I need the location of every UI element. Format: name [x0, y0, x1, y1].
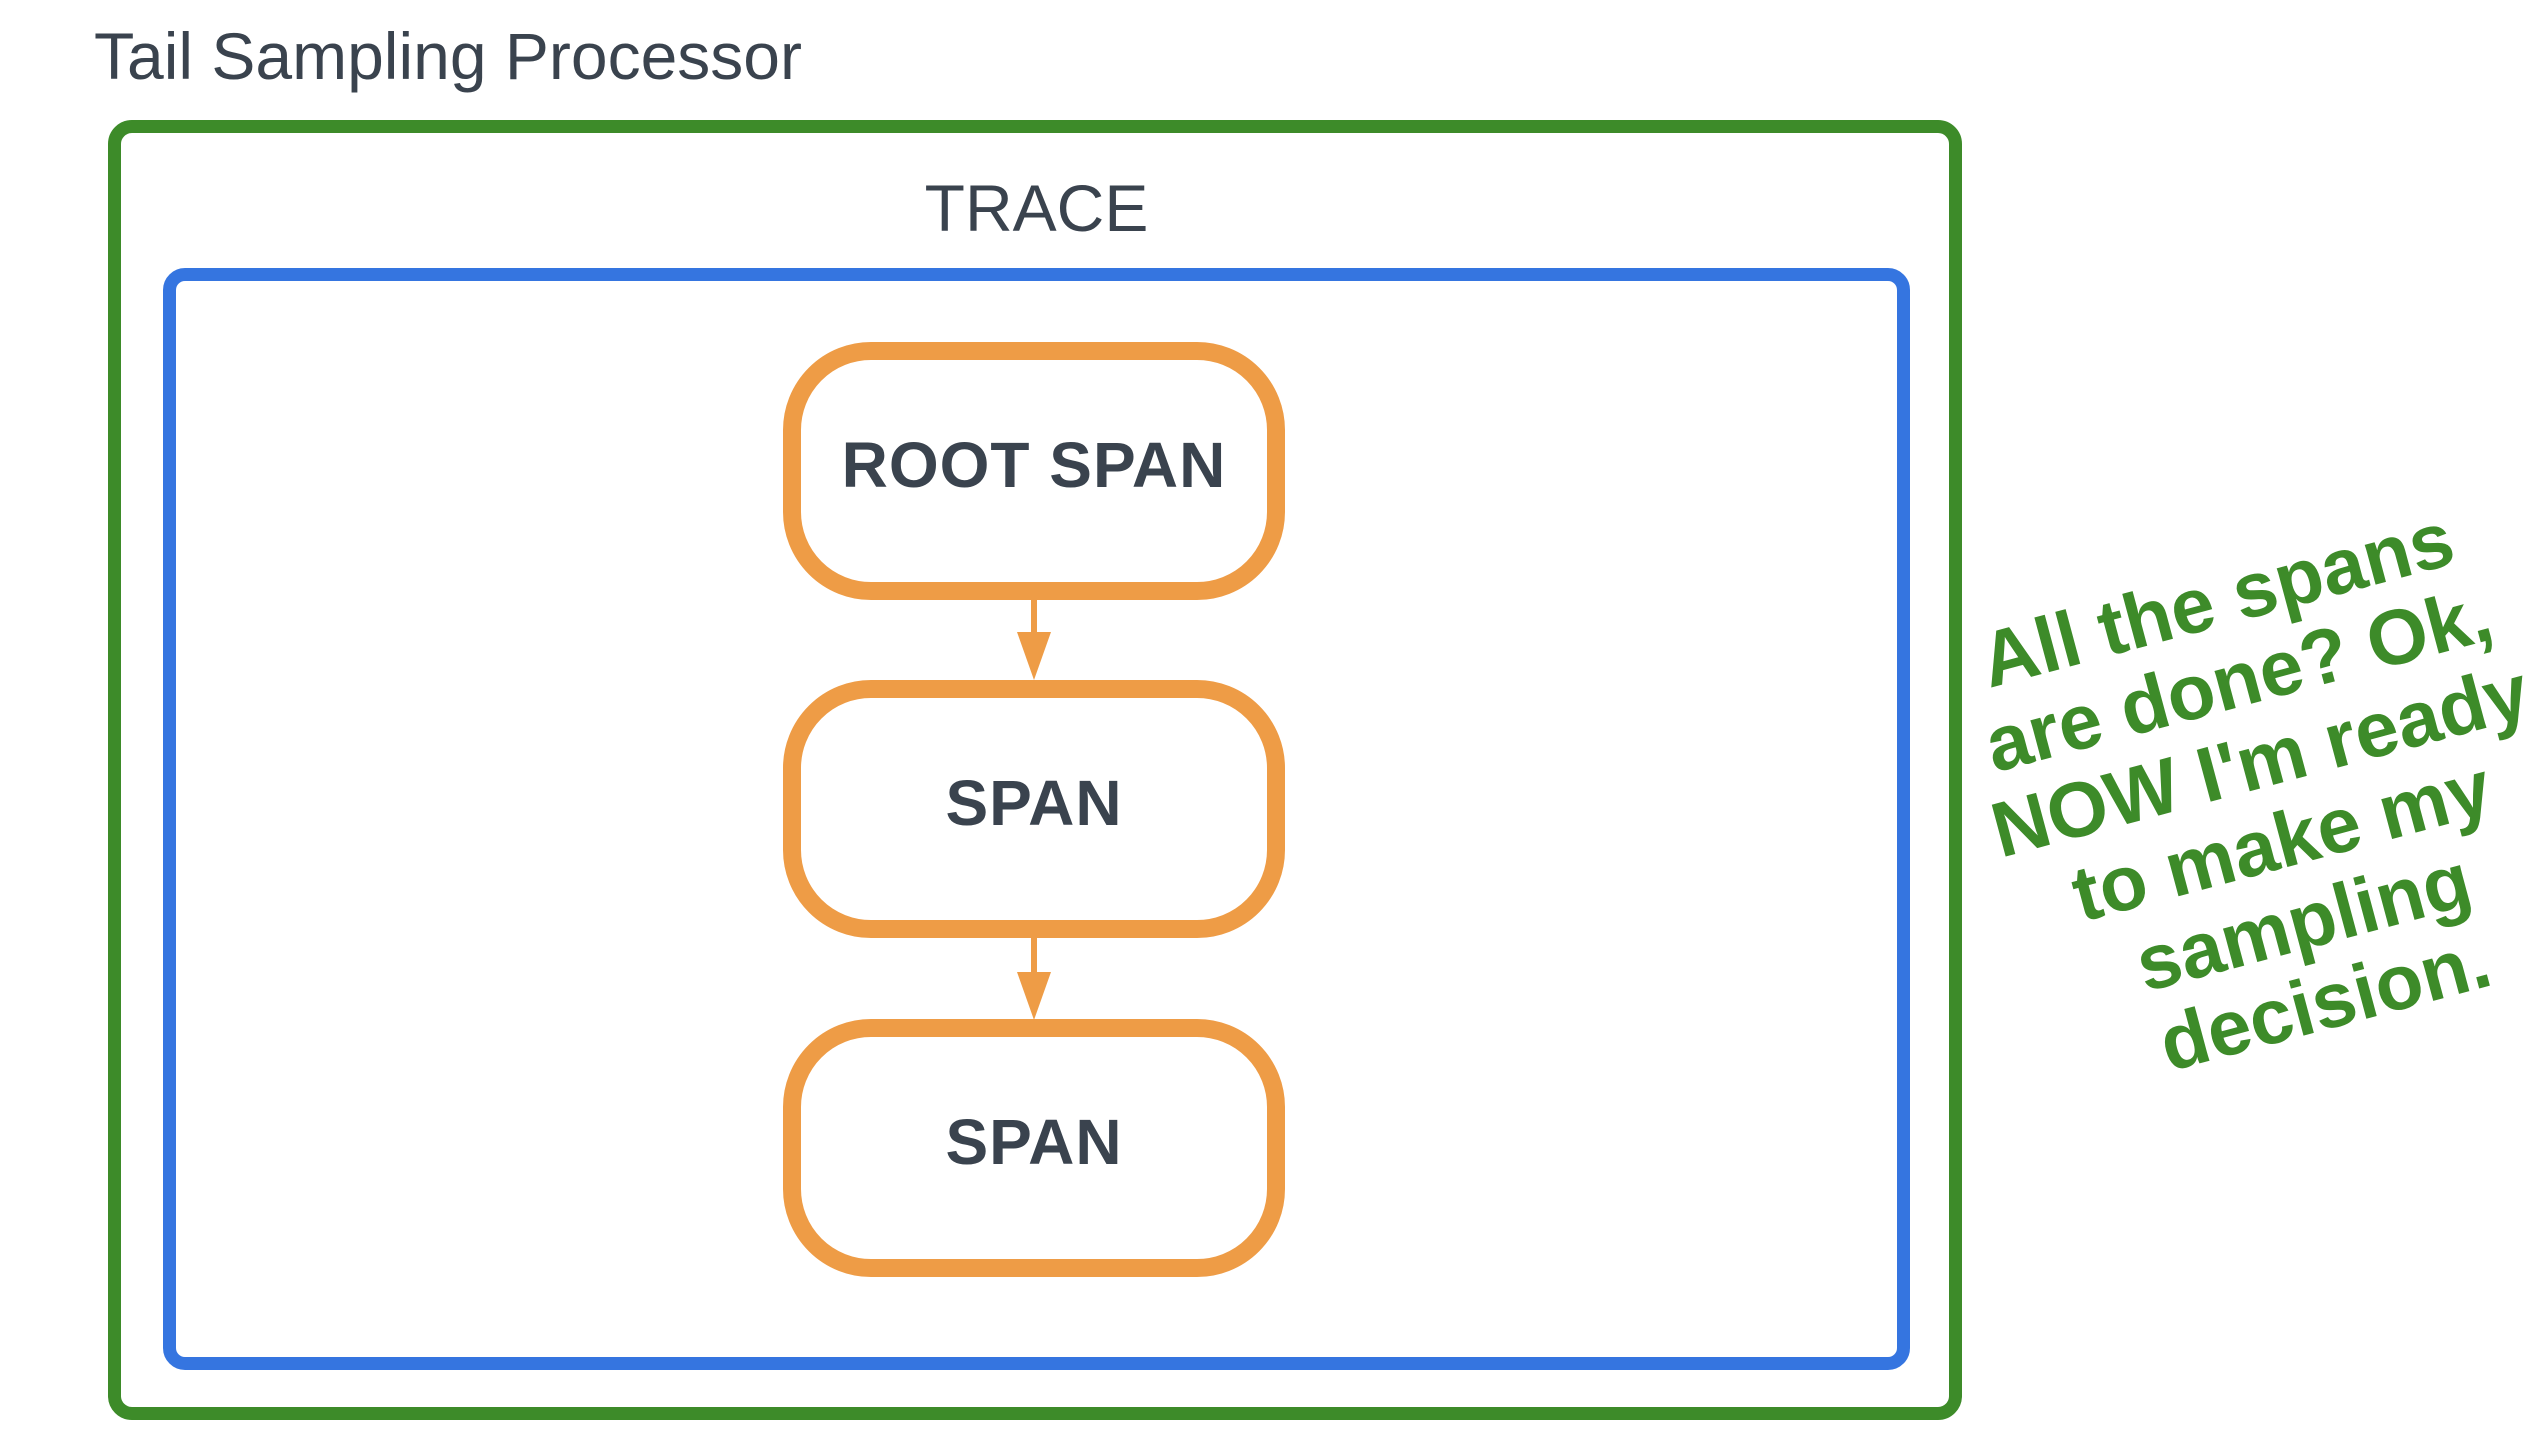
trace-label: TRACE [924, 171, 1149, 245]
page-title: Tail Sampling Processor [94, 19, 802, 93]
span-node: SPAN [783, 680, 1285, 938]
arrow-head-icon [1017, 972, 1051, 1020]
span-node: SPAN [783, 1019, 1285, 1277]
connector-arrow [984, 598, 1084, 680]
root-span-node: ROOT SPAN [783, 342, 1285, 600]
annotation-text: All the spans are done? Ok, NOW I'm read… [1907, 479, 2542, 1123]
arrow-stem [1031, 938, 1037, 972]
connector-arrow [984, 938, 1084, 1020]
arrow-stem [1031, 598, 1037, 632]
arrow-head-icon [1017, 632, 1051, 680]
span-label: SPAN [945, 1106, 1123, 1178]
root-span-label: ROOT SPAN [841, 429, 1227, 501]
span-label: SPAN [945, 767, 1123, 839]
